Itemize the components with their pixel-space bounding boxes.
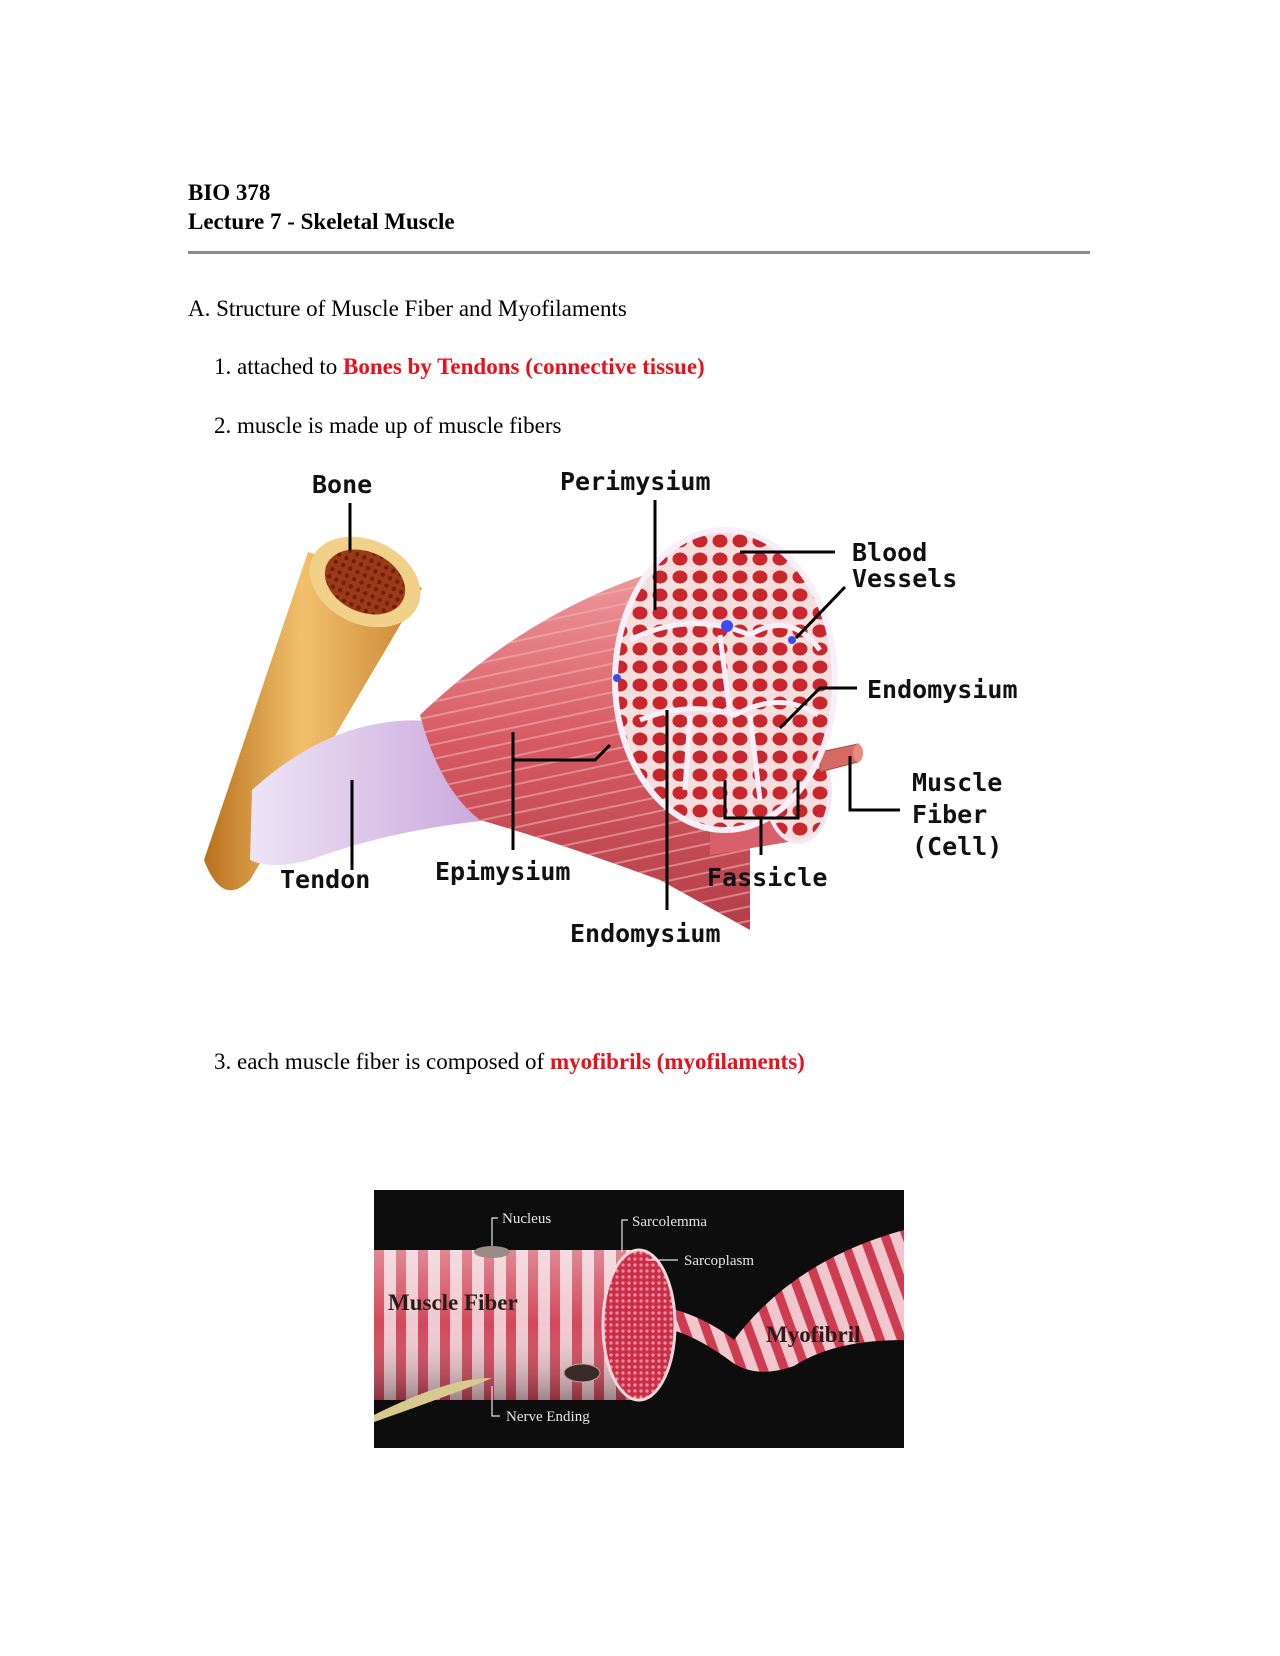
- label-nerve-ending: Nerve Ending: [506, 1409, 590, 1425]
- nerve-ending-shape: [374, 1378, 492, 1422]
- label-nucleus: Nucleus: [502, 1211, 551, 1227]
- muscle-fiber-shading: [374, 1250, 639, 1400]
- list-item-1-text: 1. attached to: [214, 354, 344, 379]
- list-item-3-highlight: myofibrils (myofilaments): [549, 1049, 805, 1074]
- label-muscle-fiber-line3: (Cell): [912, 832, 1002, 861]
- nucleus-shape: [474, 1246, 510, 1258]
- blood-vessel-dot: [613, 674, 621, 682]
- label-tendon: Tendon: [280, 865, 370, 894]
- list-item-1-highlight: Bones by Tendons (connective tissue): [343, 354, 705, 379]
- label-muscle-fiber-line2: Fiber: [912, 800, 987, 829]
- blood-vessels-leader-2: [794, 585, 847, 640]
- label-perimysium: Perimysium: [560, 467, 711, 496]
- blood-vessel-dot: [721, 620, 733, 632]
- muscle-fiber-leader: [848, 756, 900, 812]
- lecture-title: Lecture 7 - Skeletal Muscle: [188, 209, 455, 234]
- section-heading: A. Structure of Muscle Fiber and Myofila…: [188, 296, 627, 321]
- label-fassicle: Fassicle: [707, 863, 827, 892]
- label-sarcolemma: Sarcolemma: [632, 1214, 707, 1230]
- nucleus-leader: [491, 1217, 498, 1246]
- list-item-3-text: 3. each muscle fiber is composed of: [214, 1049, 550, 1074]
- header-divider: [188, 251, 1090, 254]
- label-myofibril: Myofibril: [766, 1322, 861, 1347]
- label-bone: Bone: [312, 470, 372, 499]
- label-blood-vessels-line2: Vessels: [852, 564, 957, 593]
- label-sarcoplasm: Sarcoplasm: [684, 1253, 754, 1269]
- label-endomysium-bottom: Endomysium: [570, 919, 721, 948]
- muscle-structure-diagram: Bone Perimysium Blood Vessels Endomysium…: [204, 467, 1018, 948]
- tendon-shape: [250, 720, 490, 865]
- label-blood-vessels-line1: Blood: [852, 538, 927, 567]
- muscle-fiber-end-face: [601, 1248, 677, 1402]
- list-item-2: 2. muscle is made up of muscle fibers: [214, 413, 562, 438]
- sarcolemma-leader: [621, 1219, 628, 1252]
- course-code: BIO 378: [188, 180, 271, 205]
- label-epimysium: Epimysium: [435, 857, 570, 886]
- label-muscle-fiber: Muscle Fiber: [388, 1290, 518, 1315]
- label-endomysium-top: Endomysium: [867, 675, 1018, 704]
- list-item-3: 3. each muscle fiber is composed of myof…: [214, 1049, 805, 1075]
- perimysium-divisions: [628, 621, 822, 801]
- epimysium-leader: [511, 732, 612, 850]
- blood-vessel-dot: [788, 636, 796, 644]
- fassicle-leader: [723, 780, 800, 855]
- muscle-fiber-diagram: Nucleus Sarcolemma Sarcoplasm Muscle Fib…: [374, 1190, 904, 1448]
- myofibril-strand: [636, 1230, 904, 1372]
- bone-marrow: [324, 549, 406, 615]
- list-item-1: 1. attached to Bones by Tendons (connect…: [214, 354, 705, 380]
- label-muscle-fiber-line1: Muscle: [912, 768, 1002, 797]
- muscle-fiber-end: [853, 744, 863, 762]
- nucleus-shape: [563, 1363, 601, 1383]
- nerve-ending-leader: [491, 1386, 500, 1417]
- endomysium-top-leader: [778, 686, 857, 730]
